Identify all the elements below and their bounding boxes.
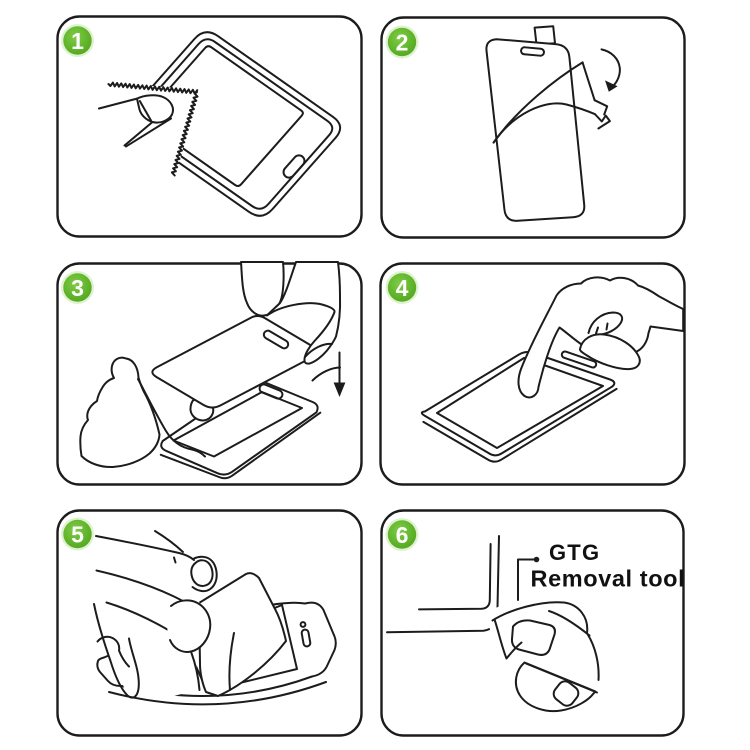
svg-text:3: 3: [71, 275, 84, 301]
svg-text:4: 4: [396, 275, 409, 301]
svg-text:Removal tool: Removal tool: [531, 566, 686, 592]
svg-text:6: 6: [396, 522, 409, 548]
svg-text:1: 1: [71, 28, 84, 54]
svg-text:2: 2: [396, 29, 409, 55]
svg-text:GTG: GTG: [549, 540, 600, 565]
svg-text:5: 5: [71, 521, 84, 547]
